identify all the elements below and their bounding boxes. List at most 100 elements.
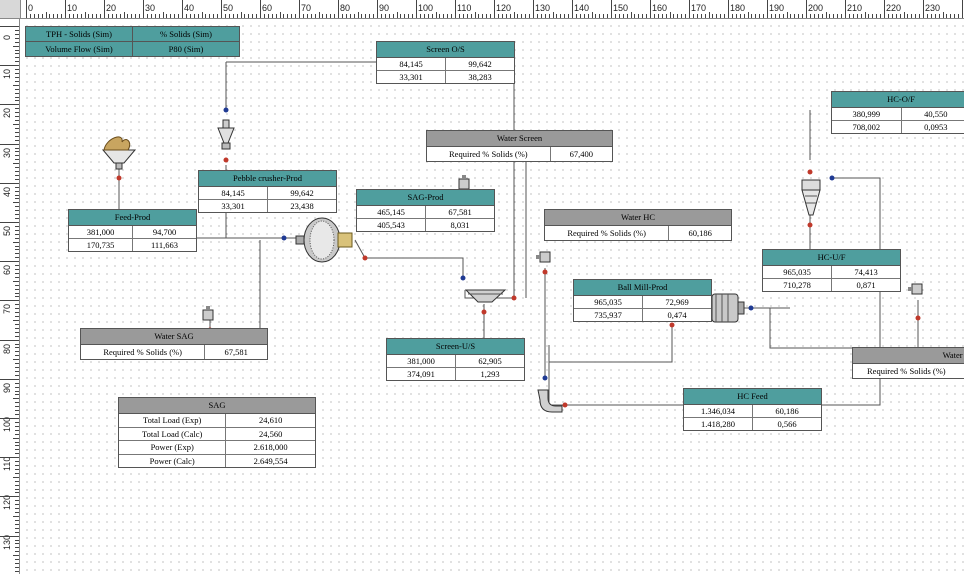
ruler-tick-label: 130	[2, 534, 12, 550]
table-cell: 72,969	[665, 297, 689, 307]
ruler-tick	[182, 0, 183, 18]
table-title: Feed-Prod	[69, 210, 196, 226]
ruler-tick	[213, 14, 215, 18]
ruler-tick	[891, 14, 893, 18]
ruler-tick	[848, 14, 850, 18]
ruler-tick	[15, 563, 19, 565]
table-cell: Required % Solids (%)	[867, 366, 946, 376]
ruler-tick	[919, 14, 921, 18]
ruler-tick	[15, 382, 19, 384]
table-cell: 23,438	[290, 201, 314, 211]
ruler-tick	[638, 14, 640, 18]
ruler-tick	[611, 0, 612, 18]
ruler-tick	[841, 14, 843, 18]
ruler-tick	[579, 14, 581, 18]
ruler-tick	[15, 272, 19, 274]
ruler-tick	[146, 14, 148, 18]
legend-tph-solids: TPH - Solids (Sim)	[26, 27, 133, 41]
ruler-tick	[123, 12, 125, 18]
ruler-tick	[15, 53, 19, 55]
ruler-tick	[92, 14, 94, 18]
table-water-bm[interactable]: Water BM Required % Solids (%)	[852, 347, 964, 379]
ruler-tick	[61, 14, 63, 18]
ruler-tick	[15, 108, 19, 110]
ruler-tick	[474, 12, 476, 18]
ruler-tick	[634, 14, 636, 18]
ruler-tick	[509, 14, 511, 18]
ruler-tick	[135, 14, 137, 18]
ruler-tick-label: 50	[223, 3, 234, 13]
ruler-tick	[15, 374, 19, 376]
ruler-tick	[15, 547, 19, 549]
ruler-tick	[15, 347, 19, 349]
ruler-tick	[353, 14, 355, 18]
ruler-tick	[189, 14, 191, 18]
ruler-tick	[72, 14, 74, 18]
ruler-tick	[884, 0, 885, 18]
ruler-tick	[15, 488, 19, 490]
ruler-tick	[143, 0, 144, 18]
ruler-tick	[26, 0, 27, 18]
ruler-tick	[15, 218, 19, 220]
ruler-tick	[899, 14, 901, 18]
ruler-tick-label: 110	[2, 456, 12, 472]
ruler-tick	[790, 14, 792, 18]
flowsheet-canvas[interactable]	[20, 19, 964, 574]
ruler-tick	[15, 96, 19, 98]
ruler-tick	[15, 327, 19, 329]
ruler-tick	[283, 14, 285, 18]
table-title: Screen-U/S	[387, 339, 524, 355]
ruler-tick	[0, 418, 19, 419]
ruler-tick-label: 90	[379, 3, 390, 13]
ruler-tick	[15, 410, 19, 412]
ruler-tick	[224, 14, 226, 18]
ruler-tick	[470, 14, 472, 18]
ruler-tick	[942, 12, 944, 18]
ruler-tick	[302, 14, 304, 18]
ruler-tick	[15, 29, 19, 31]
ruler-tick	[926, 14, 928, 18]
ruler-tick	[872, 14, 874, 18]
ruler-tick	[15, 355, 19, 357]
ruler-tick	[958, 14, 960, 18]
ruler-tick-label: 0	[28, 3, 34, 13]
table-water-sag[interactable]: Water SAG Required % Solids (%)67,581	[80, 328, 268, 360]
ruler-tick	[15, 269, 19, 271]
ruler-tick	[15, 159, 19, 161]
ruler-tick	[712, 14, 714, 18]
ruler-tick	[15, 225, 19, 227]
table-cell: 0,871	[856, 280, 876, 290]
ruler-tick-label: 80	[2, 343, 12, 354]
ruler-tick	[271, 14, 273, 18]
ruler-tick	[794, 14, 796, 18]
ruler-tick	[57, 14, 59, 18]
ruler-tick	[396, 12, 398, 18]
ruler-tick-label: 10	[67, 3, 78, 13]
ruler-tick-label: 170	[691, 3, 707, 13]
ruler-tick	[15, 253, 19, 255]
ruler-tick	[934, 14, 936, 18]
table-water-hc[interactable]: Water HC Required % Solids (%)60,186	[544, 209, 732, 241]
ruler-tick	[572, 0, 573, 18]
table-sag[interactable]: SAG Total Load (Exp)24,610 Total Load (C…	[118, 397, 316, 468]
ruler-tick	[185, 14, 187, 18]
ruler-tick	[443, 14, 445, 18]
ruler-tick-label: 230	[925, 3, 941, 13]
ruler-tick	[880, 14, 882, 18]
ruler-tick	[13, 124, 19, 125]
ruler-tick	[455, 0, 456, 18]
ruler-tick	[13, 241, 19, 243]
ruler-tick	[193, 14, 195, 18]
ruler-tick-label: 50	[2, 225, 12, 236]
ruler-tick	[603, 14, 605, 18]
table-water-screen[interactable]: Water Screen Required % Solids (%)67,400	[426, 130, 613, 162]
